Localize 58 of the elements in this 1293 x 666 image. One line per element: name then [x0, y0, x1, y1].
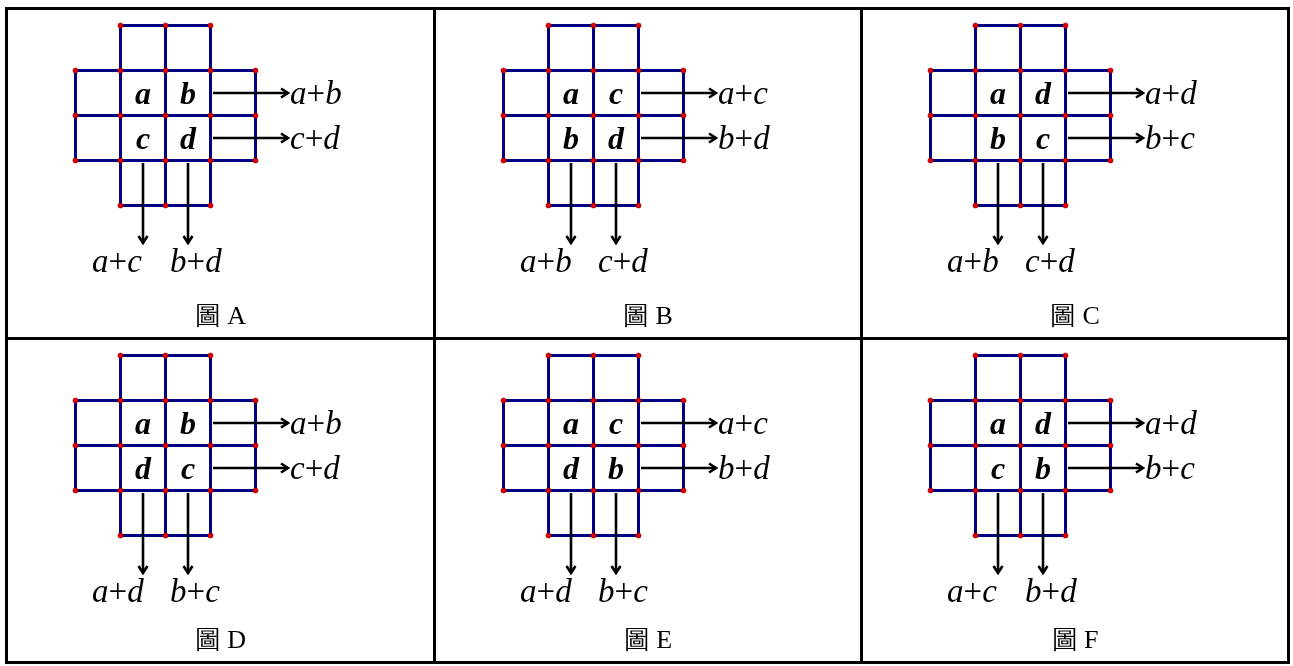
arrow — [1068, 87, 1145, 99]
arrow — [1037, 493, 1049, 575]
arrow — [213, 87, 290, 99]
arrow — [137, 163, 149, 245]
sum-label: a+b — [520, 244, 572, 278]
figure-caption: 圖 D — [194, 625, 247, 654]
sum-label: b+d — [1025, 574, 1077, 608]
arrow — [1068, 462, 1145, 474]
arrow — [565, 493, 577, 575]
arrow — [610, 493, 622, 575]
arrow — [1037, 163, 1049, 245]
sum-label: a+c — [947, 574, 997, 608]
sum-label: a+d — [520, 574, 572, 608]
sum-label: b+c — [1145, 451, 1195, 485]
table-cell — [5, 337, 436, 664]
arrow — [137, 493, 149, 575]
arrow — [992, 163, 1004, 245]
sum-label: a+c — [718, 406, 768, 440]
arrow — [641, 87, 718, 99]
sum-label: a+d — [1145, 76, 1197, 110]
arrow — [641, 132, 718, 144]
sum-label: a+b — [290, 76, 342, 110]
arrow — [1068, 417, 1145, 429]
arrow — [641, 417, 718, 429]
table-cell — [5, 7, 436, 340]
figure-caption: 圖 F — [1051, 625, 1099, 654]
sum-label: b+d — [170, 244, 222, 278]
figure-caption: 圖 C — [1050, 301, 1100, 330]
sum-label: c+d — [1025, 244, 1075, 278]
sum-label: c+d — [290, 121, 340, 155]
arrow — [565, 163, 577, 245]
arrow — [182, 493, 194, 575]
arrow — [1068, 132, 1145, 144]
sum-label: b+c — [598, 574, 648, 608]
figure-caption: 圖 A — [194, 301, 247, 330]
arrow — [641, 462, 718, 474]
arrow — [182, 163, 194, 245]
sum-label: a+b — [947, 244, 999, 278]
arrow — [213, 132, 290, 144]
sum-label: b+d — [718, 451, 770, 485]
sum-label: a+d — [92, 574, 144, 608]
sum-label: c+d — [598, 244, 648, 278]
sum-label: b+c — [1145, 121, 1195, 155]
arrow — [610, 163, 622, 245]
table-cell — [860, 7, 1290, 340]
sum-label: b+c — [170, 574, 220, 608]
figure-caption: 圖 B — [623, 301, 673, 330]
sum-label: a+c — [718, 76, 768, 110]
table-cell — [860, 337, 1290, 664]
arrow — [992, 493, 1004, 575]
sum-label: a+c — [92, 244, 142, 278]
sum-label: a+d — [1145, 406, 1197, 440]
figure-caption: 圖 E — [623, 625, 673, 654]
arrow — [213, 417, 290, 429]
sum-label: a+b — [290, 406, 342, 440]
arrow — [213, 462, 290, 474]
sum-label: c+d — [290, 451, 340, 485]
sum-label: b+d — [718, 121, 770, 155]
